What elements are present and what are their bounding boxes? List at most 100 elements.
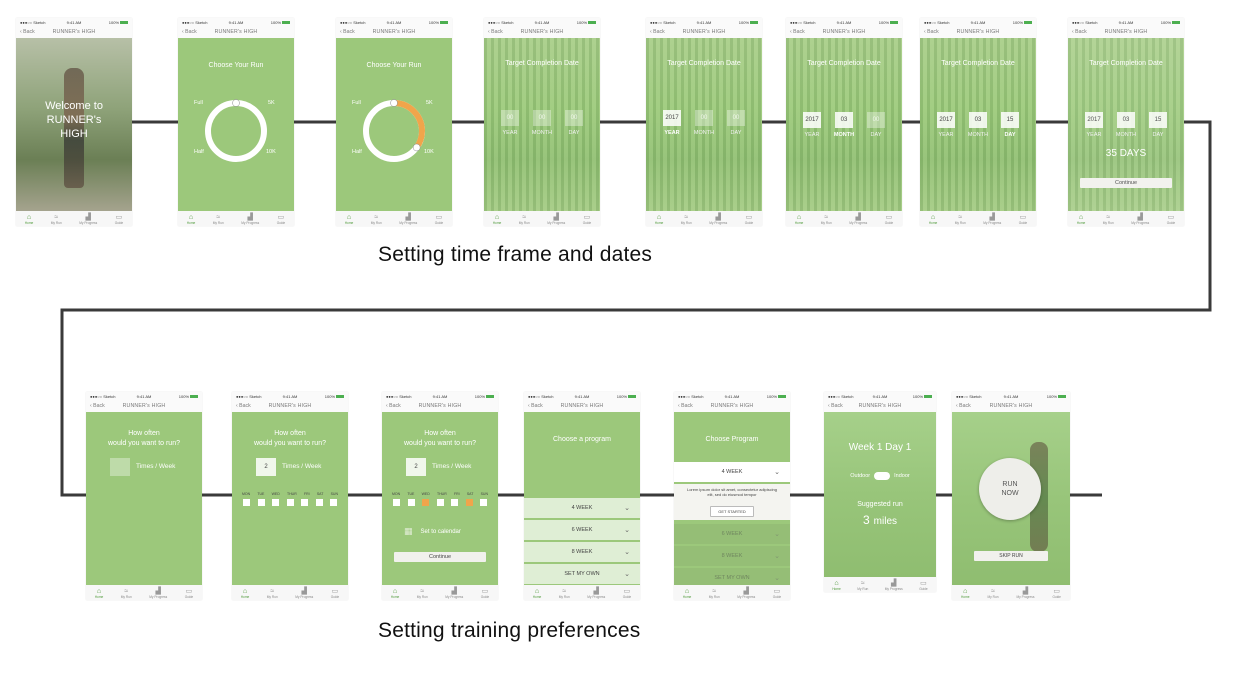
back-button[interactable]: ‹ Back — [20, 29, 35, 35]
weekday-checkbox[interactable] — [243, 499, 250, 506]
run-distance-dial[interactable] — [178, 86, 294, 186]
tab-my-run[interactable]: ≈My Run — [121, 588, 132, 599]
program-option[interactable]: 8 WEEK⌄ — [524, 542, 640, 562]
tab-guide[interactable]: ▭Guide — [623, 588, 632, 599]
program-option[interactable]: 4 WEEK⌄ — [524, 498, 640, 518]
program-option[interactable]: 6 WEEK⌄ — [524, 520, 640, 540]
program-option-selected[interactable]: 4 WEEK⌄ — [674, 462, 790, 482]
tab-my-progress[interactable]: ▟My Progress — [399, 214, 417, 225]
tab-my-progress[interactable]: ▟My Progress — [79, 214, 97, 225]
weekday-checkbox[interactable] — [407, 499, 415, 506]
tab-guide[interactable]: ▭Guide — [331, 588, 340, 599]
tab-guide[interactable]: ▭Guide — [919, 580, 928, 591]
day-field[interactable]: 15 — [1001, 112, 1019, 128]
day-field[interactable]: 15 — [1149, 112, 1167, 128]
back-button[interactable]: ‹ Back — [678, 403, 693, 409]
tab-my-run[interactable]: ≈My Run — [681, 214, 692, 225]
set-calendar-row[interactable]: ▦Set to calendar — [404, 526, 461, 537]
times-per-week-field[interactable]: 2 — [406, 458, 426, 476]
back-button[interactable]: ‹ Back — [182, 29, 197, 35]
tab-home[interactable]: ⌂Home — [25, 214, 34, 225]
weekday-checkbox[interactable] — [436, 499, 444, 506]
tab-guide[interactable]: ▭Guide — [745, 214, 754, 225]
weekday-checkbox[interactable] — [451, 499, 458, 506]
times-per-week-field[interactable] — [110, 458, 130, 476]
tab-my-run[interactable]: ≈My Run — [857, 580, 868, 591]
day-field[interactable]: 00 — [867, 112, 885, 128]
tab-my-run[interactable]: ≈My Run — [417, 588, 428, 599]
tab-home[interactable]: ⌂Home — [929, 214, 938, 225]
continue-button[interactable]: Continue — [1080, 178, 1172, 188]
tab-home[interactable]: ⌂Home — [493, 214, 502, 225]
tab-my-run[interactable]: ≈My Run — [519, 214, 530, 225]
tab-my-progress[interactable]: ▟My Progress — [241, 214, 259, 225]
back-button[interactable]: ‹ Back — [924, 29, 939, 35]
skip-run-button[interactable]: SKIP RUN — [974, 551, 1048, 561]
tab-my-progress[interactable]: ▟My Progress — [709, 214, 727, 225]
run-distance-dial[interactable] — [336, 86, 452, 186]
weekday-checkbox[interactable] — [465, 499, 473, 506]
tab-home[interactable]: ⌂Home — [832, 580, 841, 591]
tab-my-run[interactable]: ≈My Run — [267, 588, 278, 599]
weekday-checkbox[interactable] — [315, 499, 323, 506]
back-button[interactable]: ‹ Back — [1072, 29, 1087, 35]
tab-my-progress[interactable]: ▟My Progress — [1131, 214, 1149, 225]
get-started-button[interactable]: GET STARTED — [710, 506, 754, 517]
tab-my-progress[interactable]: ▟My Progress — [547, 214, 565, 225]
tab-home[interactable]: ⌂Home — [391, 588, 400, 599]
tab-home[interactable]: ⌂Home — [345, 214, 354, 225]
tab-home[interactable]: ⌂Home — [241, 588, 250, 599]
tab-home[interactable]: ⌂Home — [795, 214, 804, 225]
tab-my-progress[interactable]: ▟My Progress — [849, 214, 867, 225]
toggle-switch[interactable] — [874, 472, 891, 480]
weekday-checkbox[interactable] — [272, 499, 279, 506]
tab-guide[interactable]: ▭Guide — [185, 588, 194, 599]
month-field[interactable]: 03 — [1117, 112, 1135, 128]
year-field[interactable]: 2017 — [937, 112, 955, 128]
program-option[interactable]: 6 WEEK⌄ — [674, 524, 790, 544]
month-field[interactable]: 03 — [969, 112, 987, 128]
tab-home[interactable]: ⌂Home — [95, 588, 104, 599]
tab-guide[interactable]: ▭Guide — [885, 214, 894, 225]
tab-my-run[interactable]: ≈My Run — [955, 214, 966, 225]
tab-my-progress[interactable]: ▟My Progress — [587, 588, 605, 599]
year-field[interactable]: 2017 — [663, 110, 681, 126]
weekday-checkbox[interactable] — [330, 499, 337, 506]
program-option[interactable]: 8 WEEK⌄ — [674, 546, 790, 566]
tab-my-progress[interactable]: ▟My Progress — [295, 588, 313, 599]
back-button[interactable]: ‹ Back — [386, 403, 401, 409]
weekday-checkbox[interactable] — [422, 499, 429, 506]
month-field[interactable]: 03 — [835, 112, 853, 128]
weekday-checkbox[interactable] — [257, 499, 265, 506]
tab-my-progress[interactable]: ▟My Progress — [149, 588, 167, 599]
tab-guide[interactable]: ▭Guide — [435, 214, 444, 225]
tab-my-run[interactable]: ≈My Run — [821, 214, 832, 225]
tab-my-run[interactable]: ≈My Run — [709, 588, 720, 599]
year-field[interactable]: 2017 — [803, 112, 821, 128]
month-field[interactable]: 00 — [533, 110, 551, 126]
tab-guide[interactable]: ▭Guide — [1019, 214, 1028, 225]
tab-my-progress[interactable]: ▟My Progress — [1017, 588, 1035, 599]
tab-my-run[interactable]: ≈My Run — [371, 214, 382, 225]
tab-my-progress[interactable]: ▟My Progress — [445, 588, 463, 599]
tab-home[interactable]: ⌂Home — [533, 588, 542, 599]
tab-guide[interactable]: ▭Guide — [277, 214, 286, 225]
back-button[interactable]: ‹ Back — [956, 403, 971, 409]
weekday-checkbox[interactable] — [480, 499, 487, 506]
back-button[interactable]: ‹ Back — [828, 403, 843, 409]
tab-home[interactable]: ⌂Home — [1077, 214, 1086, 225]
continue-button[interactable]: Continue — [394, 552, 486, 562]
weekday-checkbox[interactable] — [393, 499, 400, 506]
tab-guide[interactable]: ▭Guide — [1052, 588, 1061, 599]
tab-home[interactable]: ⌂Home — [655, 214, 664, 225]
tab-guide[interactable]: ▭Guide — [583, 214, 592, 225]
program-option[interactable]: SET MY OWN⌄ — [524, 564, 640, 584]
tab-my-progress[interactable]: ▟My Progress — [885, 580, 903, 591]
back-button[interactable]: ‹ Back — [340, 29, 355, 35]
year-field[interactable]: 00 — [501, 110, 519, 126]
back-button[interactable]: ‹ Back — [90, 403, 105, 409]
tab-guide[interactable]: ▭Guide — [115, 214, 124, 225]
back-button[interactable]: ‹ Back — [236, 403, 251, 409]
